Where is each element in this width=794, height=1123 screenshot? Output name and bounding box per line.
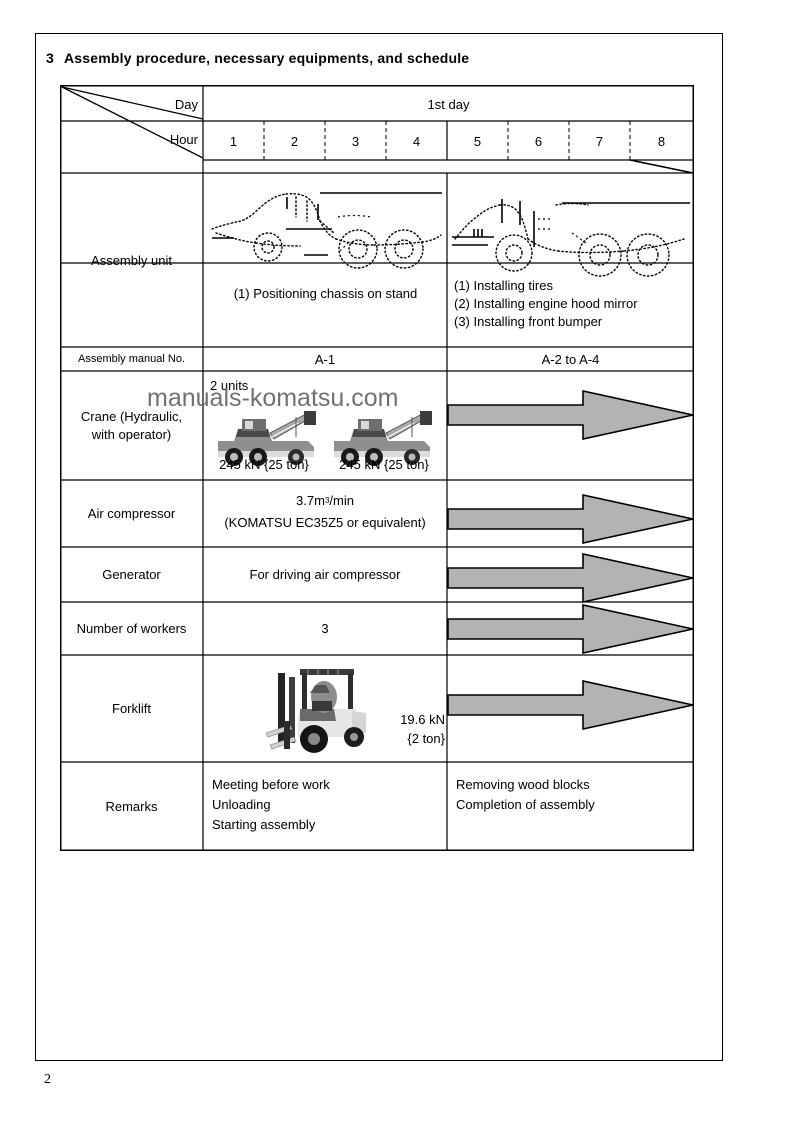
remarks-right-line-2: Completion of assembly: [456, 797, 595, 813]
air-compressor-unit: /min: [329, 492, 354, 508]
air-compressor-value: 3.7m: [296, 492, 325, 508]
crane-caption-1: 245 kN {25 ton}: [219, 456, 309, 472]
assembly-schedule-table: Day Hour 1st day 1 2 3 4 5 6 7 8 Assembl…: [60, 85, 694, 851]
page-border: [35, 33, 723, 1061]
remarks-right-lines: Removing wood blocks Completion of assem…: [456, 775, 690, 815]
crane-caption-2: 245 kN {25 ton}: [339, 456, 429, 472]
remarks-right-line-1: Removing wood blocks: [456, 777, 590, 792]
forklift-capacity-line-1: 19.6 kN: [400, 712, 445, 727]
assembly-unit-right-line-1: (1) Installing tires: [454, 278, 553, 293]
corner-day-label: Day: [174, 96, 198, 112]
forklift-capacity-line-2: {2 ton}: [407, 731, 445, 746]
remarks-left-lines: Meeting before work Unloading Starting a…: [212, 775, 442, 835]
mobile-crane-image-2: [328, 407, 436, 469]
table-grid: [60, 85, 694, 851]
arrow-generator: [447, 553, 694, 603]
number-of-workers-value: 3: [321, 621, 329, 636]
row-label-crane: Crane (Hydraulic, with operator): [60, 371, 203, 480]
generator-description: For driving air compressor: [249, 567, 401, 582]
row-label-remarks: Remarks: [105, 798, 158, 814]
page-title: 3 Assembly procedure, necessary equipment…: [46, 50, 469, 66]
crane-label-line-1: Crane (Hydraulic,: [80, 408, 183, 424]
assembly-unit-right-line-3: (3) Installing front bumper: [454, 313, 603, 329]
row-label-assembly-manual-no: Assembly manual No.: [78, 353, 185, 365]
air-compressor-exponent: 3: [324, 495, 330, 505]
page-number: 2: [44, 1072, 51, 1087]
remarks-left-line-1: Meeting before work: [212, 777, 330, 792]
arrow-forklift: [447, 680, 694, 730]
crane-units-count: 2 units: [210, 377, 249, 393]
row-label-air-compressor: Air compressor: [87, 506, 176, 521]
arrow-crane: [447, 390, 694, 440]
crane-label-line-2: with operator): [91, 426, 172, 442]
assembly-unit-left-text: (1) Positioning chassis on stand: [233, 285, 418, 301]
hour-cell-4: 4: [412, 133, 421, 149]
air-compressor-model: (KOMATSU EC35Z5 or equivalent): [224, 514, 426, 530]
hour-cell-2: 2: [290, 133, 299, 149]
articulated-dump-truck-outline-right: [452, 199, 690, 277]
hour-cell-8: 8: [657, 133, 666, 149]
remarks-left-line-2: Unloading: [212, 797, 271, 813]
mobile-crane-image-1: [212, 407, 320, 469]
watermark: manuals-komatsu.com: [147, 384, 399, 412]
corner-hour-label: Hour: [169, 131, 198, 147]
hour-cell-7: 7: [595, 133, 604, 149]
hour-cell-1: 1: [229, 133, 238, 149]
assembly-unit-right-line-2: (2) Installing engine hood mirror: [454, 295, 638, 311]
arrow-air-compressor: [447, 494, 694, 544]
day-header: 1st day: [427, 96, 470, 112]
row-label-assembly-unit: Assembly unit: [91, 252, 172, 268]
row-label-forklift: Forklift: [112, 701, 151, 716]
row-label-number-of-workers: Number of workers: [76, 621, 187, 636]
assembly-manual-left: A-1: [314, 351, 336, 367]
hour-cell-3: 3: [351, 133, 360, 149]
forklift-image: [256, 663, 386, 759]
section-title-text: Assembly procedure, necessary equipments…: [64, 50, 470, 66]
hour-cell-6: 6: [534, 133, 543, 149]
remarks-left-line-3: Starting assembly: [212, 817, 316, 833]
section-number: 3: [46, 50, 54, 66]
articulated-dump-truck-outline-left: [211, 192, 442, 269]
hour-cell-5: 5: [473, 133, 482, 149]
assembly-manual-right: A-2 to A-4: [541, 351, 600, 367]
row-label-generator: Generator: [102, 567, 161, 582]
assembly-unit-right-lines: (1) Installing tires (2) Installing engi…: [454, 277, 692, 331]
arrow-workers: [447, 604, 694, 654]
